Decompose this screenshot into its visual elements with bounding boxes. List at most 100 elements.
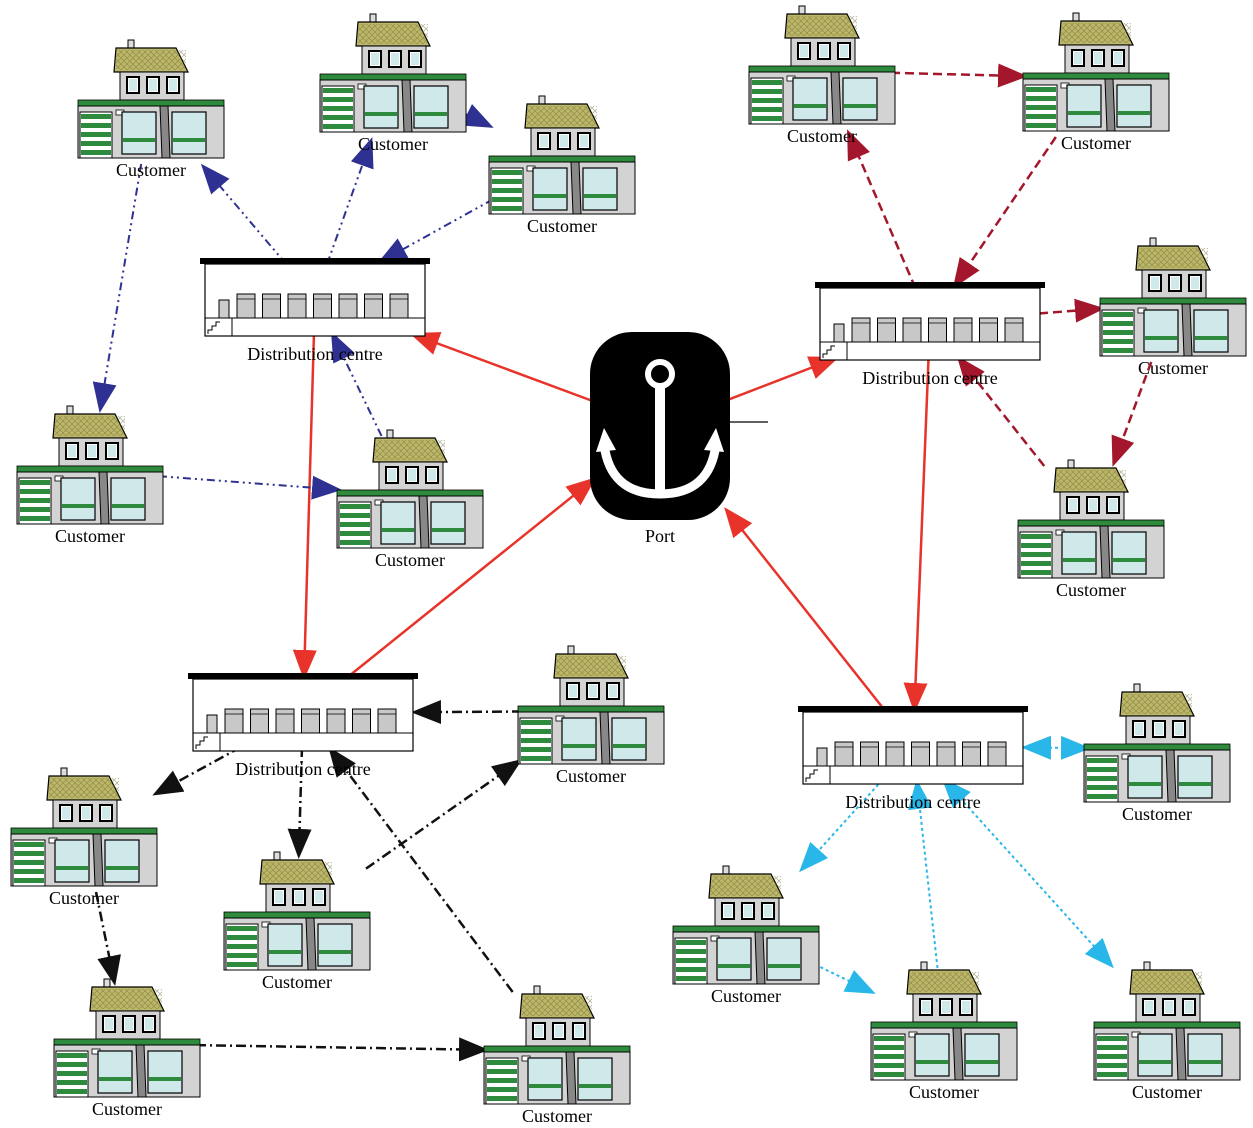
customer-node: Customer bbox=[517, 645, 665, 786]
customer-label: Customer bbox=[1061, 133, 1131, 153]
distribution-centre-node: Distribution centre bbox=[188, 673, 418, 779]
distribution-centre-label: Distribution centre bbox=[247, 344, 382, 364]
house-icon bbox=[483, 985, 631, 1105]
edge-c-sw-4-to-c-sw-5 bbox=[195, 1037, 489, 1062]
customer-node: Customer bbox=[483, 985, 631, 1126]
edge-c-ne-4-to-dc-ne bbox=[956, 355, 1046, 467]
edge-port-to-dc-ne bbox=[723, 356, 840, 403]
house-icon bbox=[870, 961, 1018, 1081]
house-icon bbox=[1093, 961, 1241, 1081]
warehouse-icon bbox=[188, 673, 418, 752]
warehouse-icon bbox=[200, 258, 430, 337]
edge-dc-se-to-port bbox=[724, 507, 888, 713]
customer-node: Customer bbox=[1017, 459, 1165, 600]
distribution-centre-node: Distribution centre bbox=[798, 706, 1028, 812]
house-icon bbox=[1083, 683, 1231, 803]
edge-dc-sw-to-c-sw-2 bbox=[152, 745, 242, 796]
customer-node: Customer bbox=[53, 978, 201, 1119]
house-icon bbox=[319, 13, 467, 133]
house-icon bbox=[1017, 459, 1165, 579]
edge-dc-se-to-c-se-2 bbox=[799, 779, 884, 873]
edge-dc-nw-to-c-nw-2 bbox=[326, 137, 374, 265]
house-icon bbox=[10, 767, 158, 887]
customer-node: Customer bbox=[336, 429, 484, 570]
customer-label: Customer bbox=[909, 1082, 979, 1102]
edge-c-nw-2-to-c-nw-3 bbox=[461, 103, 494, 128]
customer-label: Customer bbox=[556, 766, 626, 786]
distribution-centre-label: Distribution centre bbox=[862, 368, 997, 388]
edge-dc-sw-to-port bbox=[344, 477, 597, 680]
customer-label: Customer bbox=[358, 134, 428, 154]
edge-c-ne-2-to-dc-ne bbox=[952, 136, 1057, 289]
house-icon bbox=[16, 405, 164, 525]
customer-node: Customer bbox=[319, 13, 467, 154]
house-icon bbox=[672, 865, 820, 985]
anchor-icon bbox=[590, 332, 730, 520]
house-icon bbox=[1099, 237, 1247, 357]
customer-node: Customer bbox=[77, 39, 225, 180]
edge-c-ne-1-to-c-ne-2 bbox=[890, 63, 1028, 88]
customer-label: Customer bbox=[787, 126, 857, 146]
edge-c-sw-1-to-dc-sw bbox=[411, 700, 523, 725]
edge-c-nw-3-to-dc-nw bbox=[377, 198, 494, 264]
customer-label: Customer bbox=[527, 216, 597, 236]
customer-node: Customer bbox=[748, 5, 896, 146]
customer-node: Customer bbox=[1022, 12, 1170, 153]
customer-node: Customer bbox=[1083, 683, 1231, 824]
customer-label: Customer bbox=[522, 1106, 592, 1126]
edge-c-nw-1-to-c-nw-4 bbox=[92, 163, 143, 413]
customer-label: Customer bbox=[49, 888, 119, 908]
house-icon bbox=[336, 429, 484, 549]
edge-dc-ne-to-dc-se bbox=[903, 355, 930, 713]
edge-dc-nw-to-dc-sw bbox=[292, 331, 317, 680]
edge-dc-ne-to-c-ne-1 bbox=[847, 129, 917, 289]
port-label: Port bbox=[645, 526, 675, 546]
edge-dc-sw-to-c-sw-3 bbox=[287, 746, 312, 859]
customer-node: Customer bbox=[1099, 237, 1247, 378]
customer-label: Customer bbox=[375, 550, 445, 570]
customer-node: Customer bbox=[1093, 961, 1241, 1102]
house-icon bbox=[77, 39, 225, 159]
edge-c-se-2-to-c-se-3 bbox=[814, 963, 876, 994]
customer-node: Customer bbox=[488, 95, 636, 236]
edge-c-ne-3-to-c-ne-4 bbox=[1111, 361, 1153, 467]
edge-dc-nw-to-c-nw-1 bbox=[200, 163, 287, 265]
house-icon bbox=[53, 978, 201, 1098]
distribution-centre-label: Distribution centre bbox=[845, 792, 980, 812]
edge-c-se-1-to-dc-se bbox=[1021, 735, 1091, 760]
customer-label: Customer bbox=[1132, 1082, 1202, 1102]
edge-c-sw-3-to-c-sw-1 bbox=[365, 759, 523, 870]
customer-label: Customer bbox=[55, 526, 125, 546]
customer-label: Customer bbox=[1138, 358, 1208, 378]
customer-label: Customer bbox=[116, 160, 186, 180]
house-icon bbox=[223, 851, 371, 971]
customer-node: Customer bbox=[672, 865, 820, 1006]
house-icon bbox=[748, 5, 896, 125]
house-icon bbox=[1022, 12, 1170, 132]
distribution-centre-label: Distribution centre bbox=[235, 759, 370, 779]
customer-node: Customer bbox=[870, 961, 1018, 1102]
customer-label: Customer bbox=[262, 972, 332, 992]
distribution-centre-node: Distribution centre bbox=[815, 282, 1045, 388]
distribution-centre-node: Distribution centre bbox=[200, 258, 430, 364]
edge-port-to-dc-nw bbox=[409, 332, 597, 404]
customer-label: Customer bbox=[92, 1099, 162, 1119]
customer-node: Customer bbox=[223, 851, 371, 992]
customer-label: Customer bbox=[711, 986, 781, 1006]
edge-c-nw-4-to-c-nw-5 bbox=[158, 475, 342, 500]
customer-node: Customer bbox=[16, 405, 164, 546]
house-icon bbox=[488, 95, 636, 215]
edge-c-sw-2-to-c-sw-4 bbox=[94, 891, 121, 986]
edges-layer bbox=[92, 63, 1153, 1062]
edge-c-se-3-to-dc-se bbox=[908, 779, 939, 969]
customer-node: Customer bbox=[10, 767, 158, 908]
customer-label: Customer bbox=[1056, 580, 1126, 600]
edge-dc-ne-to-c-ne-3 bbox=[1038, 298, 1105, 323]
warehouse-icon bbox=[798, 706, 1028, 785]
customer-label: Customer bbox=[1122, 804, 1192, 824]
house-icon bbox=[517, 645, 665, 765]
warehouse-icon bbox=[815, 282, 1045, 361]
edge-c-nw-5-to-dc-nw bbox=[331, 331, 383, 437]
